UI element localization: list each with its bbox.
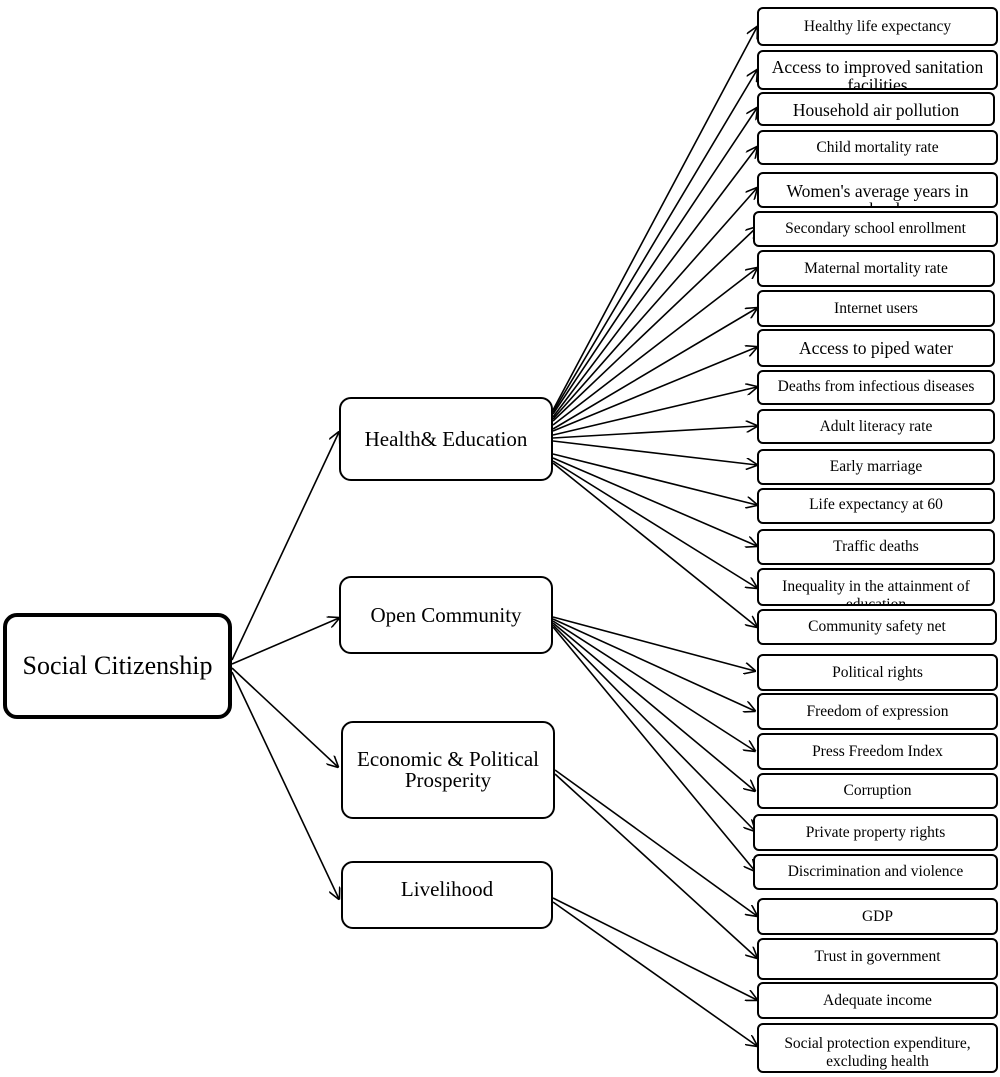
arrow-health-to-indicator-11 xyxy=(552,440,757,465)
arrow-econ-to-indicator-0 xyxy=(554,769,757,916)
indicator-corruption: Corruption xyxy=(757,773,998,809)
indicator-secondary-school-enrollment: Secondary school enrollment xyxy=(753,211,998,247)
arrow-health-to-indicator-2 xyxy=(552,108,757,415)
indicator-trust-in-government: Trust in government xyxy=(757,938,998,980)
indicator-early-marriage: Early marriage xyxy=(757,449,995,485)
arrow-open-to-indicator-2 xyxy=(552,620,755,751)
indicator-womens-average-years-in-school: Women's average years in school xyxy=(757,172,998,208)
arrow-health-to-indicator-6 xyxy=(552,268,757,426)
indicator-traffic-deaths: Traffic deaths xyxy=(757,529,995,565)
arrow-open-to-indicator-1 xyxy=(552,618,755,711)
indicator-community-safety-net: Community safety net xyxy=(757,609,997,645)
indicator-sanitation-access: Access to improved sanitation facilities xyxy=(757,50,998,90)
category-economic-political-prosperity: Economic & Political Prosperity xyxy=(341,721,555,819)
indicator-adult-literacy-rate: Adult literacy rate xyxy=(757,409,995,444)
indicator-adequate-income: Adequate income xyxy=(757,982,998,1019)
arrow-health-to-indicator-1 xyxy=(552,70,757,413)
arrow-root-to-health xyxy=(231,432,339,661)
indicator-political-rights: Political rights xyxy=(757,654,998,691)
arrow-open-to-indicator-5 xyxy=(552,626,755,871)
indicator-deaths-from-infectious-diseases: Deaths from infectious diseases xyxy=(757,370,995,405)
category-livelihood: Livelihood xyxy=(341,861,553,929)
arrow-health-to-indicator-15 xyxy=(552,462,757,627)
indicator-access-to-piped-water: Access to piped water xyxy=(757,329,995,367)
arrow-root-to-livelihood xyxy=(231,671,339,899)
arrow-open-to-indicator-3 xyxy=(552,622,755,791)
arrow-open-to-indicator-0 xyxy=(552,616,755,671)
arrow-open-to-indicator-4 xyxy=(552,624,755,831)
arrow-health-to-indicator-10 xyxy=(552,426,757,439)
arrow-health-to-indicator-5 xyxy=(552,227,757,422)
indicator-private-property-rights: Private property rights xyxy=(753,814,998,851)
arrow-health-to-indicator-9 xyxy=(552,387,757,436)
root-node: Social Citizenship xyxy=(3,613,232,719)
indicator-child-mortality-rate: Child mortality rate xyxy=(757,130,998,165)
arrow-health-to-indicator-3 xyxy=(552,147,757,418)
indicator-inequality-in-education: Inequality in the attainment of educatio… xyxy=(757,568,995,606)
indicator-household-air-pollution: Household air pollution xyxy=(757,92,995,126)
category-open-community: Open Community xyxy=(339,576,553,654)
indicator-gdp: GDP xyxy=(757,898,998,935)
arrow-econ-to-indicator-1 xyxy=(554,773,757,958)
indicator-press-freedom-index: Press Freedom Index xyxy=(757,733,998,770)
category-health-education: Health& Education xyxy=(339,397,553,481)
arrow-health-to-indicator-0 xyxy=(552,27,757,411)
arrow-health-to-indicator-14 xyxy=(552,460,757,588)
indicator-internet-users: Internet users xyxy=(757,290,995,327)
arrow-livelihood-to-indicator-1 xyxy=(552,901,757,1046)
arrow-root-to-econ xyxy=(231,667,338,767)
arrow-health-to-indicator-13 xyxy=(552,457,757,546)
arrow-root-to-open xyxy=(231,618,339,665)
indicator-maternal-mortality-rate: Maternal mortality rate xyxy=(757,250,995,287)
indicator-freedom-of-expression: Freedom of expression xyxy=(757,693,998,730)
arrow-livelihood-to-indicator-0 xyxy=(552,897,757,1000)
arrow-health-to-indicator-7 xyxy=(552,308,757,430)
arrow-health-to-indicator-8 xyxy=(552,347,757,432)
indicator-life-expectancy-at-60: Life expectancy at 60 xyxy=(757,488,995,524)
indicator-social-protection-expenditure: Social protection expenditure, excluding… xyxy=(757,1023,998,1073)
arrow-health-to-indicator-12 xyxy=(552,453,757,505)
indicator-healthy-life-expectancy: Healthy life expectancy xyxy=(757,7,998,46)
arrow-health-to-indicator-4 xyxy=(552,188,757,420)
indicator-discrimination-and-violence: Discrimination and violence xyxy=(753,854,998,890)
